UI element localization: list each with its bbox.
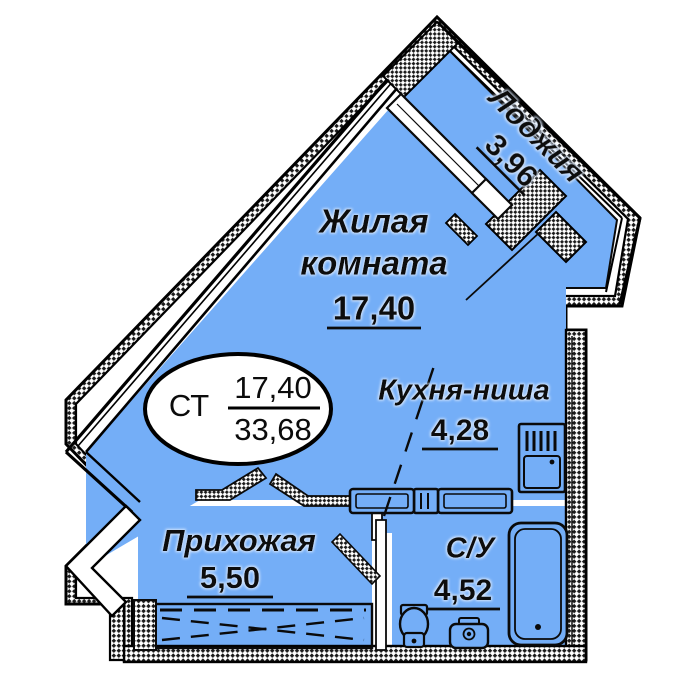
kitchen-counter	[348, 487, 514, 515]
wall-east	[564, 328, 588, 662]
loggia-partition-stub	[444, 212, 479, 247]
hallway-name: Прихожая	[162, 523, 316, 558]
bathtub-inner	[514, 528, 562, 640]
entry-door-recess[interactable]	[64, 504, 142, 618]
badge-total-area: 33,68	[234, 412, 312, 447]
balcony-door-icon[interactable]	[385, 92, 514, 221]
toilet-icon[interactable]	[398, 603, 430, 649]
wall-sw-outer	[64, 450, 134, 514]
wall-sw-inner	[85, 451, 141, 503]
kitchen-worktop-inner	[355, 493, 409, 509]
balcony-door-jamb	[470, 177, 514, 221]
label-kitchen-niche: Кухня-ниша 4,28	[378, 375, 550, 451]
living-room-area: 17,40	[333, 290, 416, 327]
kitchen-niche-area: 4,28	[431, 414, 489, 447]
badge-living-area: 17,40	[234, 370, 312, 405]
kitchen-sink-basin	[443, 493, 507, 509]
kitchen-fixtures	[348, 422, 567, 515]
bathtub-icon[interactable]	[507, 521, 569, 647]
leader-living-loggia	[465, 231, 541, 301]
toilet-drain	[411, 638, 417, 644]
kitchen-niche-name: Кухня-ниша	[378, 375, 549, 407]
wall-loggia-ne-inner	[446, 47, 623, 219]
apartment-type-badge[interactable]: СТ 17,40 33,68	[143, 352, 333, 466]
living-room-name-line1: Жилая	[317, 203, 428, 240]
label-hallway: Прихожая 5,50	[162, 523, 316, 599]
leader-kitchen	[382, 359, 438, 517]
leader-lines	[382, 231, 541, 517]
bathroom-door-icon[interactable]	[330, 532, 382, 586]
loggia-wall-corner	[534, 210, 588, 264]
bathroom-area: 4,52	[434, 574, 492, 607]
wardrobe-side-panel	[133, 599, 157, 651]
wall-loggia-e-outer	[618, 217, 642, 305]
label-bathroom: С/У 4,52	[428, 533, 500, 611]
partition-bath-west	[375, 519, 387, 651]
label-living-room: Жилая комната 17,40	[300, 203, 448, 330]
exterior-wall-lines	[64, 20, 642, 514]
washbasin-drain	[466, 631, 472, 637]
heater-panel	[523, 455, 561, 489]
water-heater-icon[interactable]	[517, 422, 567, 494]
hallway-area: 5,50	[200, 560, 260, 595]
wardrobe-cross-b	[161, 616, 365, 642]
entry-door-icon[interactable]	[64, 504, 142, 662]
heater-indicator	[549, 459, 555, 465]
bathroom-fixtures	[398, 521, 569, 650]
wall-nw-mid	[77, 35, 433, 447]
wall-nw-outer	[64, 20, 439, 454]
living-room-name-line2: комната	[300, 245, 447, 282]
cooktop-icon[interactable]	[412, 487, 440, 515]
wall-loggia-ne-outer	[435, 20, 642, 220]
balcony-door-glazing-line	[396, 103, 482, 189]
partition-hall-left	[195, 466, 268, 501]
east-exterior-wall	[564, 328, 588, 662]
badge-type-label: СТ	[169, 388, 209, 423]
wall-loggia-e-inner	[605, 217, 623, 293]
bathroom-name: С/У	[446, 533, 497, 565]
loggia-partition	[381, 20, 588, 264]
bathtub-drain	[535, 624, 541, 630]
loggia-area-underline	[475, 146, 526, 197]
wardrobe-icon[interactable]	[133, 599, 374, 651]
wall-nw-inner	[85, 51, 429, 453]
washbasin-icon[interactable]	[448, 617, 490, 650]
